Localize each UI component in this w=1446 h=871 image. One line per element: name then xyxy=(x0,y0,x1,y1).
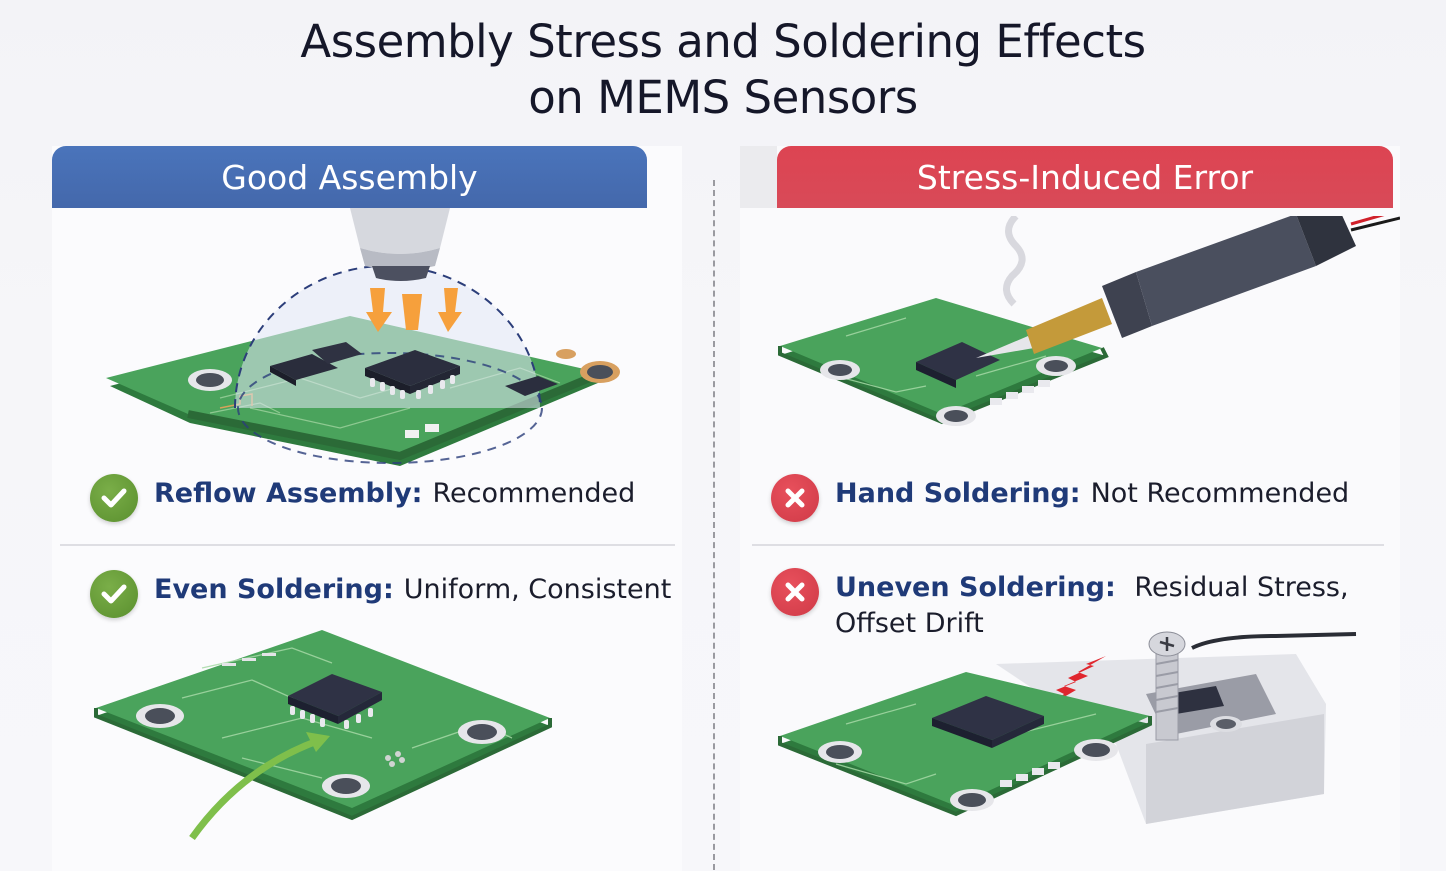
x-icon xyxy=(771,568,819,616)
right-separator xyxy=(752,544,1384,546)
stress-error-header: Stress-Induced Error xyxy=(777,146,1393,208)
left-separator xyxy=(60,544,675,546)
even-soldering-value: Uniform, Consistent xyxy=(403,574,672,605)
hand-soldering-value: Not Recommended xyxy=(1090,478,1350,509)
header-stub xyxy=(740,146,777,208)
title-line-2: on MEMS Sensors xyxy=(528,71,918,124)
reflow-assembly-label: Reflow Assembly: xyxy=(154,478,423,509)
uneven-soldering-label: Uneven Soldering: xyxy=(835,572,1116,603)
flat-pcb-illustration xyxy=(94,630,552,841)
check-icon xyxy=(90,570,138,618)
even-soldering-item: Even Soldering: Uniform, Consistent xyxy=(90,570,672,618)
good-assembly-panel: Good Assembly xyxy=(52,146,682,871)
check-icon xyxy=(90,474,138,522)
title-line-1: Assembly Stress and Soldering Effects xyxy=(300,15,1146,68)
page-title: Assembly Stress and Soldering Effects on… xyxy=(0,14,1446,126)
center-divider xyxy=(713,180,715,870)
x-icon xyxy=(771,474,819,522)
hand-soldering-item: Hand Soldering: Not Recommended xyxy=(771,474,1350,522)
reflow-assembly-item: Reflow Assembly: Recommended xyxy=(90,474,636,522)
uneven-soldering-value: Residual Stress, xyxy=(1134,572,1349,603)
reflow-nozzle-pcb-illustration xyxy=(106,208,620,466)
even-soldering-label: Even Soldering: xyxy=(154,574,394,605)
uneven-soldering-value-line2: Offset Drift xyxy=(835,608,984,639)
soldering-iron-illustration xyxy=(778,216,1400,426)
hand-soldering-label: Hand Soldering: xyxy=(835,478,1081,509)
stressed-pcb-bracket-illustration xyxy=(778,631,1357,824)
reflow-assembly-value: Recommended xyxy=(432,478,636,509)
stress-error-panel: Stress-Induced Error Hand Soldering: Not… xyxy=(740,146,1400,871)
uneven-soldering-item: Uneven Soldering: Residual Stress, Offse… xyxy=(771,568,1381,642)
good-assembly-header: Good Assembly xyxy=(52,146,647,208)
